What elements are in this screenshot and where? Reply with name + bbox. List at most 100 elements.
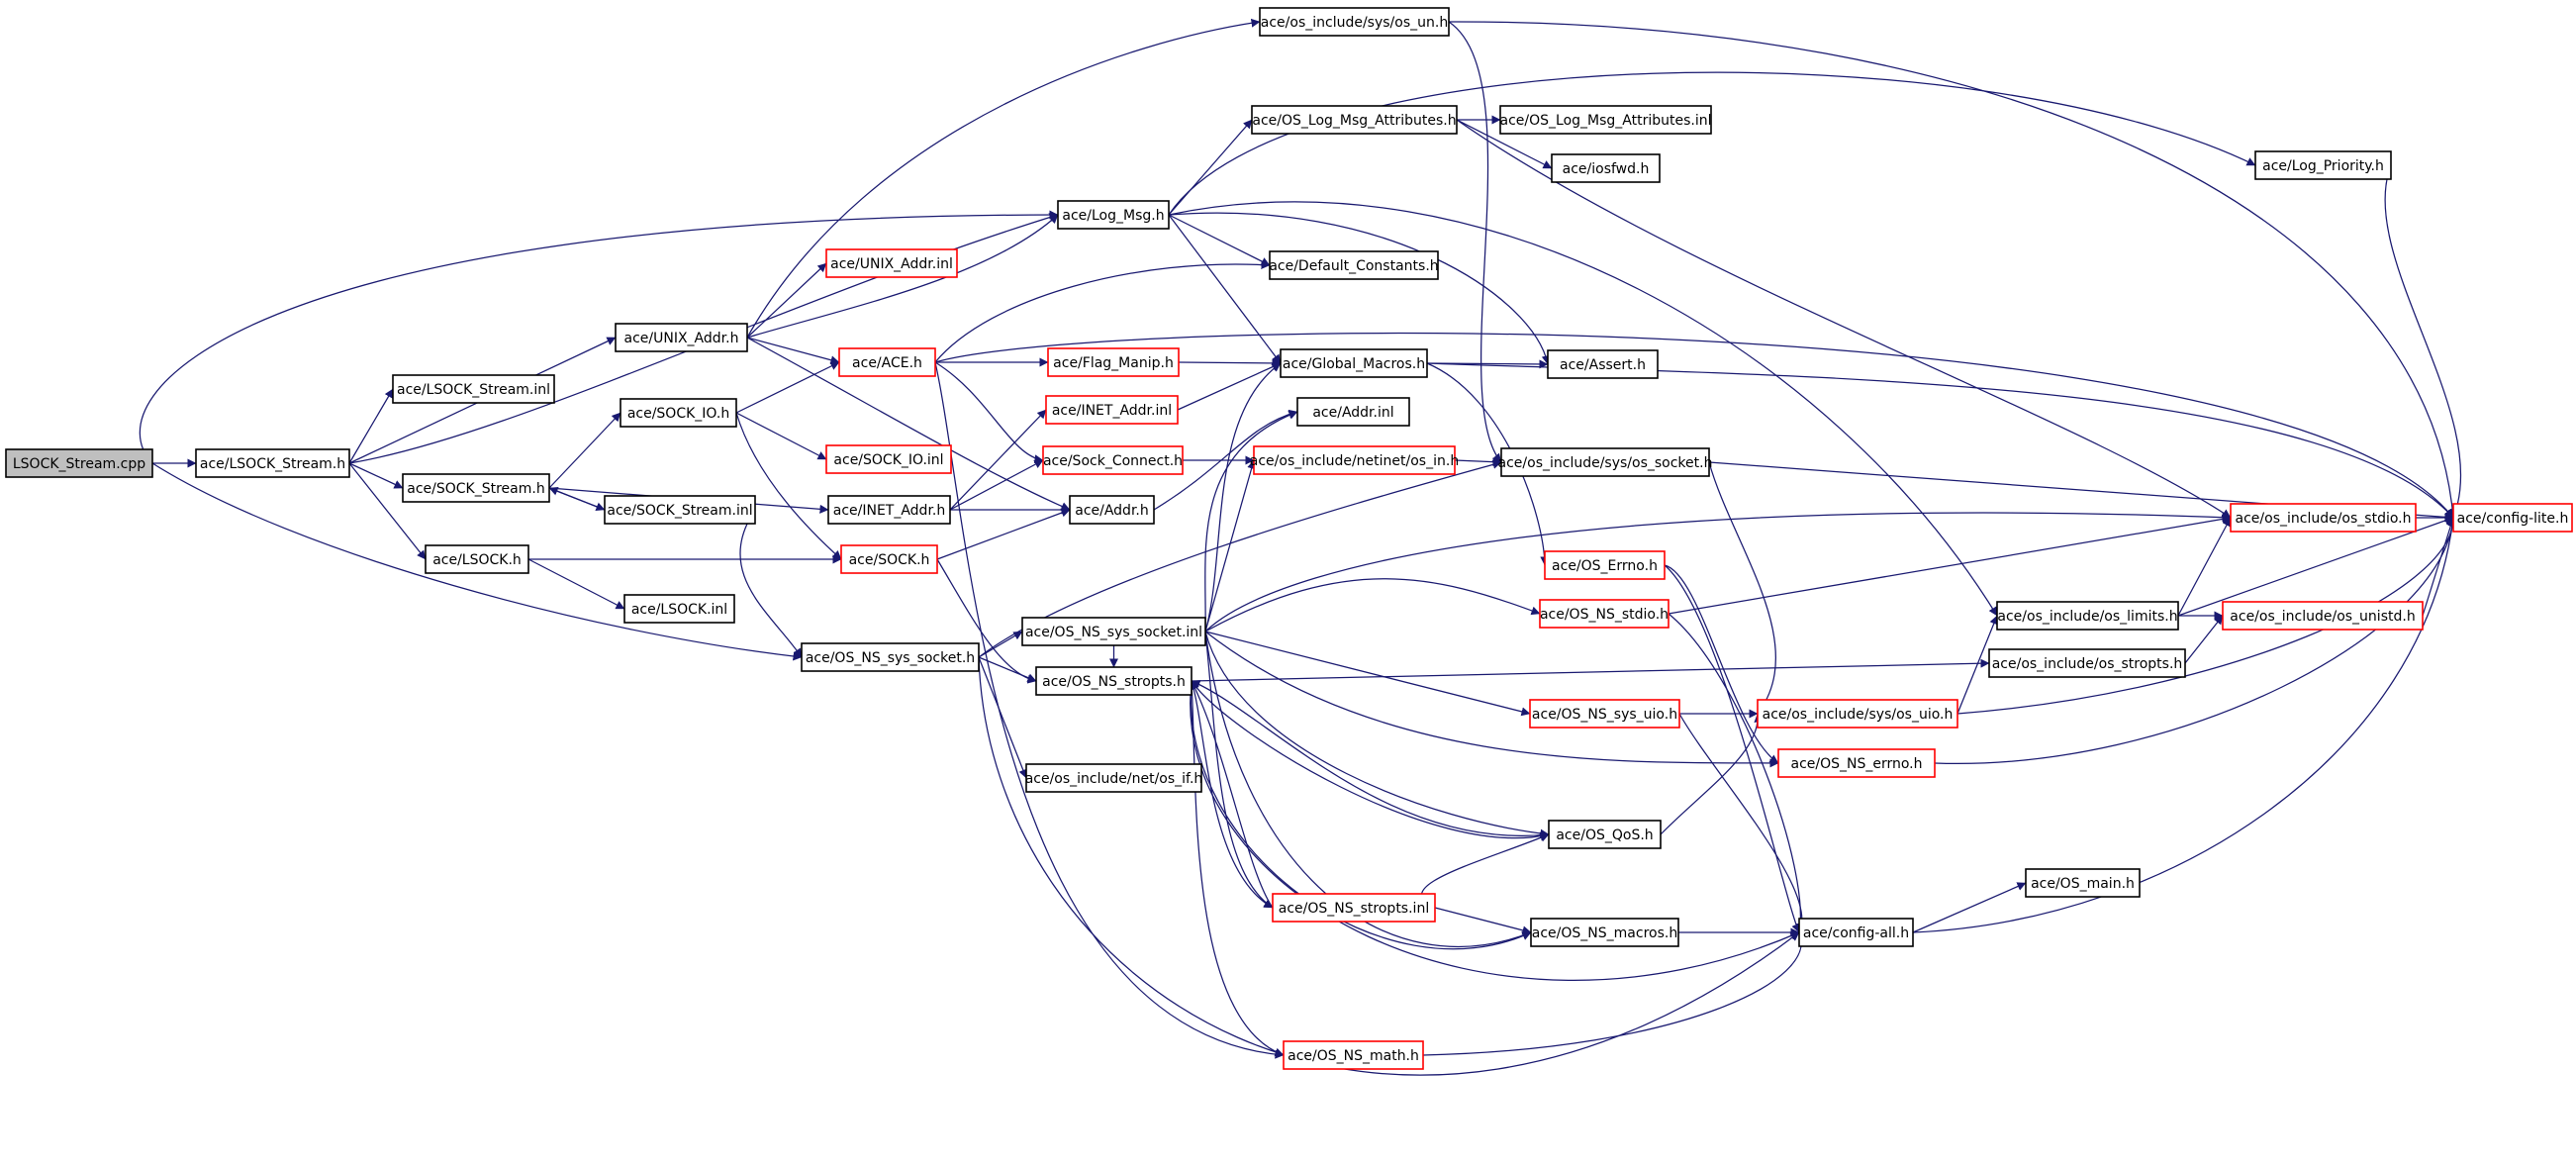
edge-os_errno_h-to-os_ns_errno_h <box>1664 564 1779 764</box>
node-os-ns-stropts-h[interactable]: ace/OS_NS_stropts.h <box>1035 666 1193 696</box>
node-lsock-stream-inl[interactable]: ace/LSOCK_Stream.inl <box>392 374 555 404</box>
node-os-log-msg-attributes-h[interactable]: ace/OS_Log_Msg_Attributes.h <box>1251 105 1458 135</box>
node-sock-io-h[interactable]: ace/SOCK_IO.h <box>620 398 737 428</box>
node-os-include-net-os-if-h[interactable]: ace/os_include/net/os_if.h <box>1025 763 1203 793</box>
node-lsock-stream-cpp[interactable]: LSOCK_Stream.cpp <box>5 448 153 478</box>
node-config-all-h[interactable]: ace/config-all.h <box>1798 918 1914 947</box>
node-default-constants-h[interactable]: ace/Default_Constants.h <box>1269 250 1439 280</box>
node-os-include-os-stdio-h[interactable]: ace/os_include/os_stdio.h <box>2230 503 2417 533</box>
node-label: ace/OS_NS_sys_socket.h <box>806 650 975 666</box>
node-os-ns-stropts-inl[interactable]: ace/OS_NS_stropts.inl <box>1272 893 1436 923</box>
node-global-macros-h[interactable]: ace/Global_Macros.h <box>1280 348 1428 378</box>
node-os-include-sys-os-un-h[interactable]: ace/os_include/sys/os_un.h <box>1259 7 1450 37</box>
node-label: ace/os_include/os_limits.h <box>1997 609 2177 625</box>
node-sock-io-inl[interactable]: ace/SOCK_IO.inl <box>825 444 952 474</box>
node-os-main-h[interactable]: ace/OS_main.h <box>2025 868 2141 898</box>
node-os-include-sys-os-uio-h[interactable]: ace/os_include/sys/os_uio.h <box>1757 699 1958 729</box>
edge-log_msg_h-to-os_log_msg_attributes_h <box>1168 119 1253 216</box>
node-os-include-netinet-os-in-h[interactable]: ace/os_include/netinet/os_in.h <box>1250 445 1459 475</box>
edge-os_ns_stdio_h-to-config_all_h <box>1668 613 1806 933</box>
node-label: ace/OS_NS_errno.h <box>1790 756 1922 772</box>
node-ace-h[interactable]: ace/ACE.h <box>838 347 936 377</box>
edge-os_include_os_stropts_h-to-os_include_os_unistd_h <box>2184 615 2224 664</box>
node-label: ace/os_include/os_unistd.h <box>2230 609 2415 625</box>
node-os-ns-errno-h[interactable]: ace/OS_NS_errno.h <box>1777 748 1936 778</box>
edge-addr_h-to-addr_inl <box>1153 409 1298 511</box>
node-lsock-inl[interactable]: ace/LSOCK.inl <box>623 594 735 624</box>
node-label: LSOCK_Stream.cpp <box>13 456 145 472</box>
edge-sock_stream_inl-to-sock_stream_h <box>548 486 606 511</box>
edge-lsock_stream_cpp-to-log_msg_h <box>139 210 1059 464</box>
node-os-include-os-stropts-h[interactable]: ace/os_include/os_stropts.h <box>1988 648 2186 678</box>
node-label: ace/OS_NS_stdio.h <box>1540 607 1669 623</box>
node-label: ace/ACE.h <box>852 355 922 371</box>
node-label: ace/Sock_Connect.h <box>1043 453 1183 469</box>
node-sock-stream-h[interactable]: ace/SOCK_Stream.h <box>402 473 550 503</box>
node-os-ns-sys-socket-inl[interactable]: ace/OS_NS_sys_socket.inl <box>1021 617 1206 646</box>
node-label: ace/os_include/netinet/os_in.h <box>1250 453 1459 469</box>
edge-os_errno_h-to-config_all_h <box>1664 564 1800 933</box>
node-inet-addr-h[interactable]: ace/INET_Addr.h <box>827 495 951 525</box>
edge-unix_addr_h-to-addr_h <box>746 337 1071 511</box>
node-os-log-msg-attributes-inl[interactable]: ace/OS_Log_Msg_Attributes.inl <box>1499 105 1712 135</box>
node-unix-addr-h[interactable]: ace/UNIX_Addr.h <box>615 323 748 352</box>
node-sock-h[interactable]: ace/SOCK.h <box>840 544 938 574</box>
node-box <box>1259 7 1450 37</box>
node-unix-addr-inl[interactable]: ace/UNIX_Addr.inl <box>825 248 958 278</box>
node-box <box>623 594 735 624</box>
node-box <box>825 248 958 278</box>
node-addr-inl[interactable]: ace/Addr.inl <box>1296 397 1410 427</box>
node-sock-connect-h[interactable]: ace/Sock_Connect.h <box>1042 445 1184 475</box>
node-label: ace/LSOCK.inl <box>631 602 727 618</box>
node-box <box>825 444 952 474</box>
node-box <box>801 642 980 672</box>
node-box <box>1021 617 1206 646</box>
node-sock-stream-inl[interactable]: ace/SOCK_Stream.inl <box>604 495 756 525</box>
node-label: ace/config-all.h <box>1803 925 1909 941</box>
node-lsock-h[interactable]: ace/LSOCK.h <box>425 544 529 574</box>
edge-config_all_h-to-os_main_h <box>1912 882 2027 933</box>
node-addr-h[interactable]: ace/Addr.h <box>1069 495 1155 525</box>
node-label: ace/SOCK_Stream.h <box>407 481 544 497</box>
node-box <box>620 398 737 428</box>
node-os-ns-macros-h[interactable]: ace/OS_NS_macros.h <box>1530 918 1679 947</box>
file-nodes: LSOCK_Stream.cpp ace/LSOCK_Stream.h ace/LS… <box>5 7 2573 1070</box>
node-os-include-os-unistd-h[interactable]: ace/os_include/os_unistd.h <box>2222 601 2424 631</box>
node-box <box>1547 349 1659 379</box>
node-os-ns-math-h[interactable]: ace/OS_NS_math.h <box>1283 1040 1424 1070</box>
node-os-include-sys-os-socket-h[interactable]: ace/os_include/sys/os_socket.h <box>1498 447 1713 477</box>
node-box <box>1042 445 1184 475</box>
edge-inet_addr_inl-to-global_macros_h <box>1177 362 1282 411</box>
edge-lsock_stream_h-to-sock_stream_h <box>348 462 404 489</box>
edge-sock_stream_inl-to-os_ns_sys_socket_h <box>739 509 803 658</box>
node-label: ace/os_include/os_stdio.h <box>2236 511 2412 527</box>
node-box <box>1777 748 1936 778</box>
node-label: ace/SOCK.h <box>849 552 930 568</box>
edge-log_msg_h-to-global_macros_h <box>1168 214 1282 364</box>
node-flag-manip-h[interactable]: ace/Flag_Manip.h <box>1047 347 1180 377</box>
node-assert-h[interactable]: ace/Assert.h <box>1547 349 1659 379</box>
node-log-msg-h[interactable]: ace/Log_Msg.h <box>1057 200 1170 230</box>
edge-os_ns_sys_socket_inl-to-os_ns_sys_uio_h <box>1204 631 1531 717</box>
node-os-errno-h[interactable]: ace/OS_Errno.h <box>1544 550 1666 580</box>
node-config-lite-h[interactable]: ace/config-lite.h <box>2452 503 2573 533</box>
node-label: ace/OS_QoS.h <box>1556 827 1653 843</box>
node-box <box>1996 601 2179 631</box>
node-label: ace/OS_Log_Msg_Attributes.h <box>1252 113 1456 129</box>
node-box <box>1045 395 1179 425</box>
node-inet-addr-inl[interactable]: ace/INET_Addr.inl <box>1045 395 1179 425</box>
node-box <box>838 347 936 377</box>
node-os-ns-sys-uio-h[interactable]: ace/OS_NS_sys_uio.h <box>1529 699 1680 729</box>
node-log-priority-h[interactable]: ace/Log_Priority.h <box>2254 150 2392 180</box>
node-os-include-os-limits-h[interactable]: ace/os_include/os_limits.h <box>1996 601 2179 631</box>
node-lsock-stream-h[interactable]: ace/LSOCK_Stream.h <box>195 448 350 478</box>
node-os-ns-sys-socket-h[interactable]: ace/OS_NS_sys_socket.h <box>801 642 980 672</box>
node-iosfwd-h[interactable]: ace/iosfwd.h <box>1551 153 1661 183</box>
node-box <box>402 473 550 503</box>
edge-inet_addr_h-to-inet_addr_inl <box>949 409 1047 511</box>
node-os-ns-stdio-h[interactable]: ace/OS_NS_stdio.h <box>1539 599 1670 629</box>
edge-log_msg_h-to-assert_h <box>1168 212 1551 365</box>
edge-os_include_os_unistd_h-to-config_lite_h <box>2422 517 2455 617</box>
node-box <box>1499 105 1712 135</box>
node-os-qos-h[interactable]: ace/OS_QoS.h <box>1548 820 1662 849</box>
